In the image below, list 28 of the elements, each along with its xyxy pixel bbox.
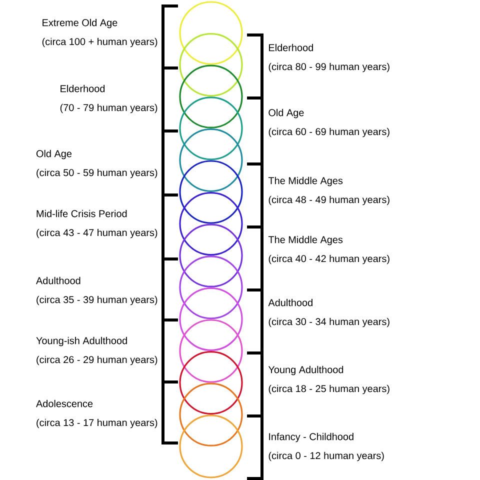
age-range: (circa 0 - 12 human years) (268, 452, 384, 462)
stage-name: Elderhood (269, 44, 313, 52)
age-range: (circa 80 - 99 human years) (268, 62, 390, 72)
stage-name: The Middle Ages (268, 236, 343, 246)
age-range: (70 - 79 human years) (60, 104, 158, 114)
age-range: (circa 18 - 25 human years) (268, 384, 390, 394)
stage-name: Extreme Old Age (42, 18, 118, 28)
age-range: (circa 40 - 42 human years) (268, 254, 390, 264)
stage-name: Young Adulthood (268, 366, 344, 376)
age-range: (circa 48 - 49 human years) (268, 196, 390, 206)
age-range: (circa 60 - 69 human years) (268, 128, 390, 138)
stage-name: Elderhood (60, 84, 105, 92)
stage-name: Old Age (268, 108, 304, 118)
stage-name: Adulthood (36, 276, 80, 284)
stage-name: Adolescence (36, 400, 93, 408)
stage-name: Infancy - Childhood (269, 432, 354, 442)
stage-name: The Middle Ages (268, 176, 343, 186)
age-range: (circa 13 - 17 human years) (36, 418, 158, 428)
stage-name: Old Age (36, 150, 72, 160)
stage-name: Adulthood (268, 298, 312, 306)
stage-name: Young-ish Adulthood (36, 336, 127, 346)
age-range: (circa 100 + human years) (42, 38, 158, 48)
stage-name: Mid-life Crisis Period (36, 210, 127, 218)
age-range: (circa 30 - 34 human years) (268, 318, 390, 328)
age-range: (circa 26 - 29 human years) (36, 356, 158, 366)
age-range: (circa 50 - 59 human years) (36, 168, 158, 178)
age-range: (circa 43 - 47 human years) (36, 228, 158, 238)
age-range: (circa 35 - 39 human years) (36, 296, 158, 306)
